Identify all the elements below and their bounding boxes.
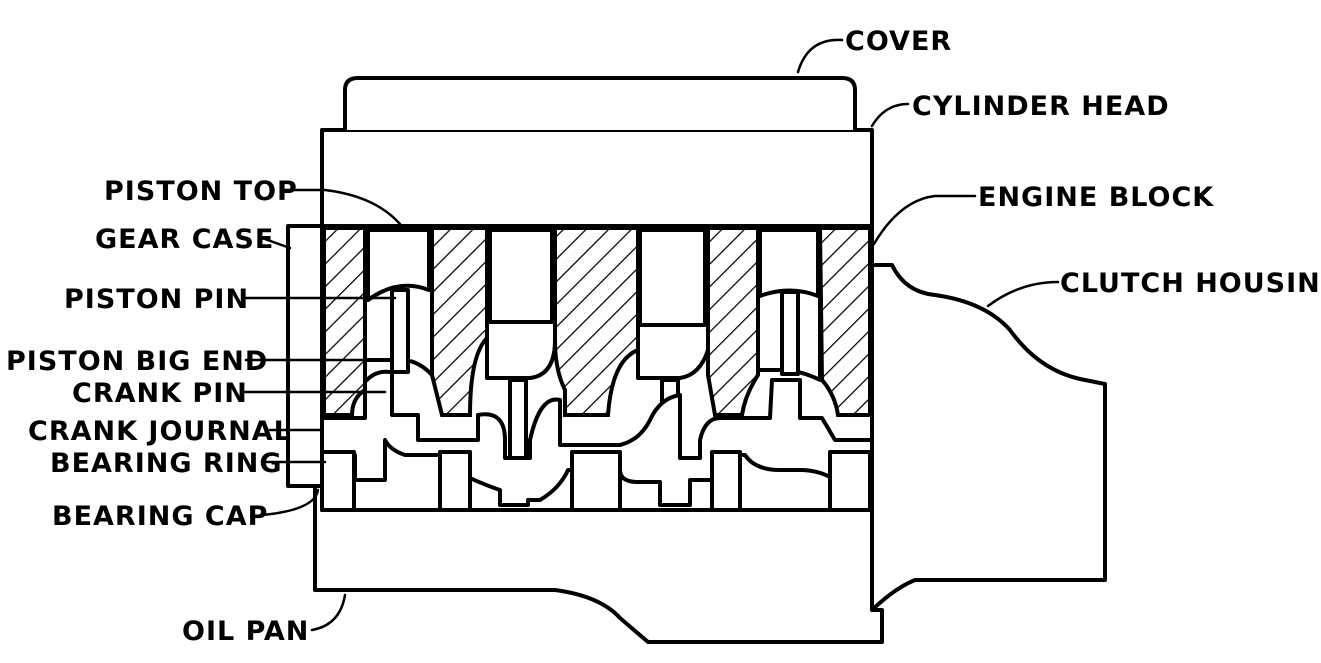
label-piston-big-end: PISTON BIG END — [6, 346, 268, 377]
bearing-cap-2 — [438, 450, 472, 512]
piston-4 — [758, 228, 820, 298]
bearing-cap-1 — [320, 450, 356, 512]
connecting-rod-1 — [390, 288, 410, 374]
piston-2 — [488, 228, 554, 324]
leader-oil-pan — [310, 593, 347, 632]
piston-3 — [638, 228, 707, 327]
block-wall-1 — [322, 226, 367, 417]
leader-gear-case — [260, 236, 292, 250]
bearing-cap-5 — [828, 450, 872, 512]
leader-clutch-housing — [986, 280, 1060, 308]
label-crank-journal: CRANK JOURNAL — [28, 416, 292, 447]
block-wall-5 — [817, 226, 872, 417]
cylinder-head — [320, 128, 874, 228]
label-oil-pan: OIL PAN — [182, 616, 309, 647]
label-gear-case: GEAR CASE — [95, 224, 274, 255]
bearing-cap-3 — [570, 450, 622, 512]
oil-pan — [313, 483, 884, 644]
connecting-rod-4 — [780, 290, 800, 376]
leader-cover — [796, 38, 844, 74]
label-bearing-ring: BEARING RING — [50, 448, 283, 479]
label-clutch-housing: CLUTCH HOUSING — [1060, 268, 1321, 299]
leader-cylinder-head — [870, 102, 910, 128]
label-engine-block: ENGINE BLOCK — [978, 182, 1214, 213]
label-cylinder-head: CYLINDER HEAD — [912, 91, 1170, 122]
clutch-housing — [870, 263, 1107, 612]
leader-piston-top — [280, 188, 402, 226]
bearing-cap-4 — [710, 450, 742, 512]
label-piston-pin: PISTON PIN — [64, 284, 249, 315]
block-wall-4 — [706, 226, 760, 417]
connecting-rod-2 — [508, 378, 528, 462]
leader-engine-block — [872, 194, 977, 246]
label-crank-pin: CRANK PIN — [72, 378, 248, 409]
leader-bearing-cap — [260, 488, 320, 517]
label-cover: COVER — [845, 26, 952, 57]
cover — [343, 76, 857, 130]
gear-case — [286, 224, 326, 488]
label-bearing-cap: BEARING CAP — [52, 501, 268, 532]
block-wall-3 — [553, 226, 640, 417]
label-piston-top: PISTON TOP — [104, 176, 298, 207]
